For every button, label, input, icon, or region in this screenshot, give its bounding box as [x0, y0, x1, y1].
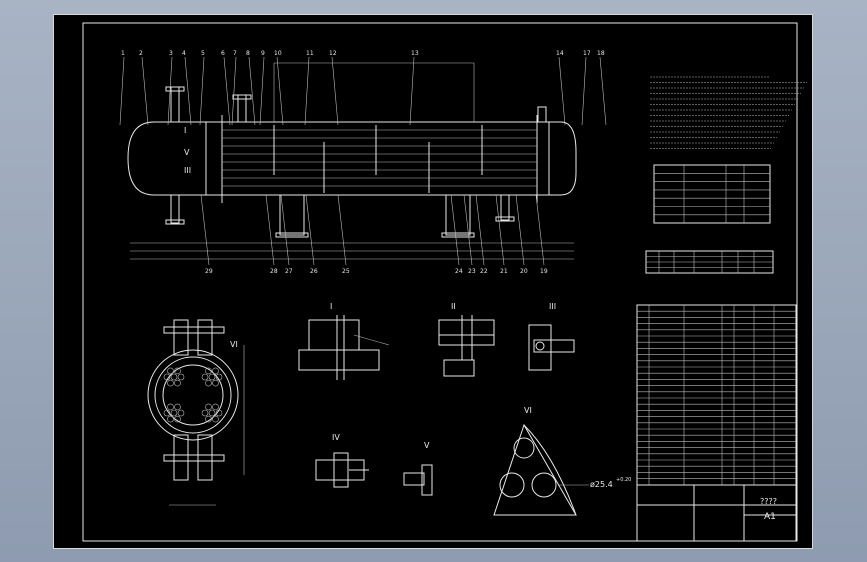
part-number-top: 2: [139, 50, 143, 57]
part-number-top: 13: [411, 50, 419, 57]
title-block: [636, 484, 797, 542]
section-marker: III: [184, 166, 191, 175]
bore-diameter: ø25.4: [590, 480, 613, 489]
inner-frame: [82, 22, 798, 542]
part-number-top: 18: [597, 50, 605, 57]
part-number-top: 17: [583, 50, 591, 57]
part-number-bottom: 29: [205, 268, 213, 275]
part-number-top: 11: [306, 50, 314, 57]
section-title: I: [330, 302, 332, 311]
detail-ii: [438, 315, 495, 377]
part-number-top: 3: [169, 50, 173, 57]
part-number-top: 9: [261, 50, 265, 57]
section-marker: V: [184, 148, 190, 157]
part-number-bottom: 20: [520, 268, 528, 275]
heat-exchanger-elevation: [127, 62, 577, 260]
part-number-bottom: 27: [285, 268, 293, 275]
detail-iv: [315, 452, 369, 488]
part-number-bottom: 21: [500, 268, 508, 275]
parts-list: [636, 304, 797, 486]
view-label: VI: [230, 340, 238, 349]
part-number-top: 6: [221, 50, 225, 57]
part-number-top: 5: [201, 50, 205, 57]
titleblock-code: A1: [764, 512, 776, 522]
section-marker: I: [184, 126, 186, 135]
end-view: [147, 319, 245, 506]
part-number-bottom: 22: [480, 268, 488, 275]
part-number-top: 14: [556, 50, 564, 57]
part-number-bottom: 19: [540, 268, 548, 275]
part-number-top: 1: [121, 50, 125, 57]
section-title: III: [549, 302, 556, 311]
part-number-bottom: 28: [270, 268, 278, 275]
part-number-top: 12: [329, 50, 337, 57]
section-title: II: [451, 302, 456, 311]
detail-i: [298, 315, 390, 380]
detail-vi-triangle: [493, 423, 589, 516]
section-title: V: [424, 441, 430, 450]
part-number-bottom: 25: [342, 268, 350, 275]
section-title: VI: [524, 406, 532, 415]
part-number-bottom: 24: [455, 268, 463, 275]
part-number-bottom: 23: [468, 268, 476, 275]
technical-requirements: [645, 76, 807, 274]
part-number-bottom: 26: [310, 268, 318, 275]
part-number-top: 10: [274, 50, 282, 57]
detail-v: [403, 464, 433, 496]
part-number-top: 8: [246, 50, 250, 57]
titleblock-name: ????: [760, 497, 777, 506]
bore-tolerance: +0.20: [616, 477, 631, 483]
detail-iii: [528, 324, 575, 371]
part-number-top: 4: [182, 50, 186, 57]
part-number-top: 7: [233, 50, 237, 57]
section-title: IV: [332, 433, 340, 442]
